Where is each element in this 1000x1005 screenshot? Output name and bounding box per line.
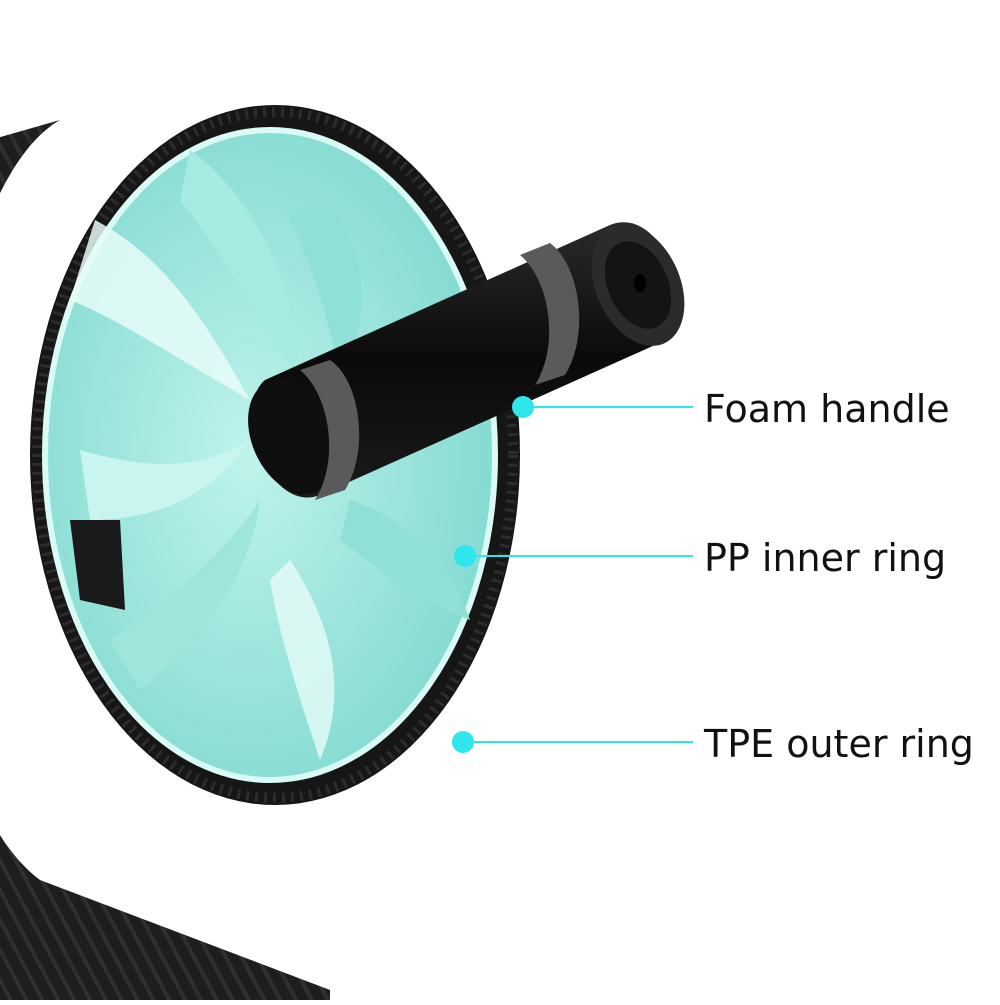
label-foam-handle: Foam handle	[704, 387, 950, 431]
foam-handle	[248, 222, 685, 500]
callout-pp-inner-ring	[454, 545, 693, 567]
callout-tpe-outer-ring	[452, 731, 693, 753]
label-pp-inner-ring: PP inner ring	[704, 536, 947, 580]
label-tpe-outer-ring: TPE outer ring	[704, 722, 974, 766]
callout-foam-handle	[512, 396, 693, 418]
